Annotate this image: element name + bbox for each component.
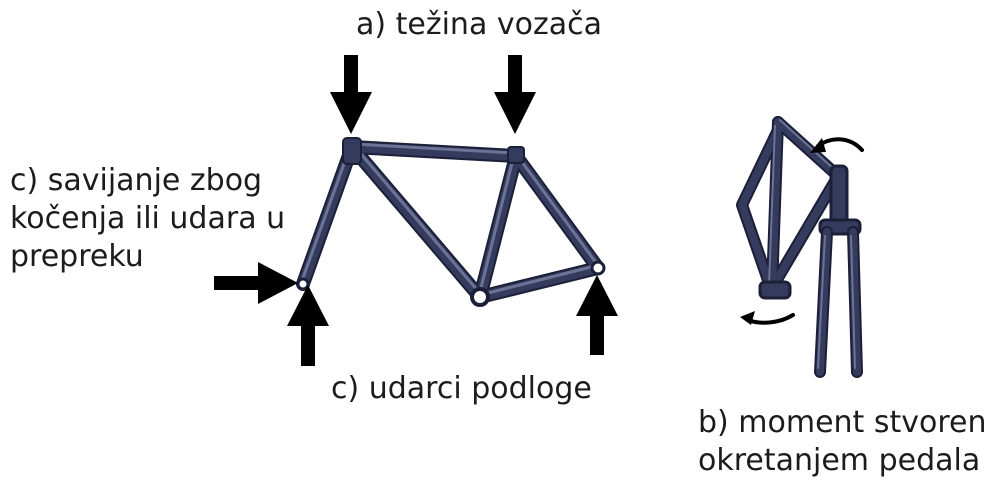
- top-tube: [347, 142, 521, 161]
- braking-bending-label-line-2: kočenja ili udara u: [10, 201, 286, 236]
- ground-impact-arrow-front-icon: [287, 285, 329, 366]
- rear-dropout: [590, 260, 606, 276]
- seat-clamp: [507, 146, 525, 164]
- braking-bending-label-line-3: prepreku: [10, 239, 144, 274]
- pedal-moment-label-line-2: okretanjem pedala: [698, 443, 981, 478]
- rider-weight-arrow-front-icon: [330, 55, 372, 134]
- ground-impact-arrow-rear-icon: [576, 275, 618, 355]
- moment-rotation-arrow-bottom-icon: [746, 313, 795, 325]
- rider-weight-arrow-rear-icon: [494, 55, 536, 134]
- bicycle-frame-side-view: [296, 137, 606, 307]
- bottom-bracket: [470, 287, 490, 307]
- head-tube-fork: [298, 142, 357, 289]
- braking-bending-label: c) savijanje zbog kočenja ili udara u pr…: [10, 162, 285, 276]
- down-tube: [347, 142, 485, 302]
- rider-weight-label: a) težina vozača: [356, 7, 602, 42]
- chain-stay: [475, 263, 603, 302]
- braking-force-arrow-icon: [214, 262, 298, 304]
- head-tube-joint: [342, 137, 362, 165]
- pedal-moment-label-line-1: b) moment stvoren: [698, 405, 987, 440]
- pedal-moment-label: b) moment stvoren okretanjem pedala: [698, 404, 987, 480]
- front-dropout: [296, 277, 310, 291]
- braking-bending-label-line-1: c) savijanje zbog: [10, 163, 263, 198]
- bicycle-frame-front-view: [736, 116, 863, 378]
- ground-impacts-label: c) udarci podloge: [331, 371, 592, 406]
